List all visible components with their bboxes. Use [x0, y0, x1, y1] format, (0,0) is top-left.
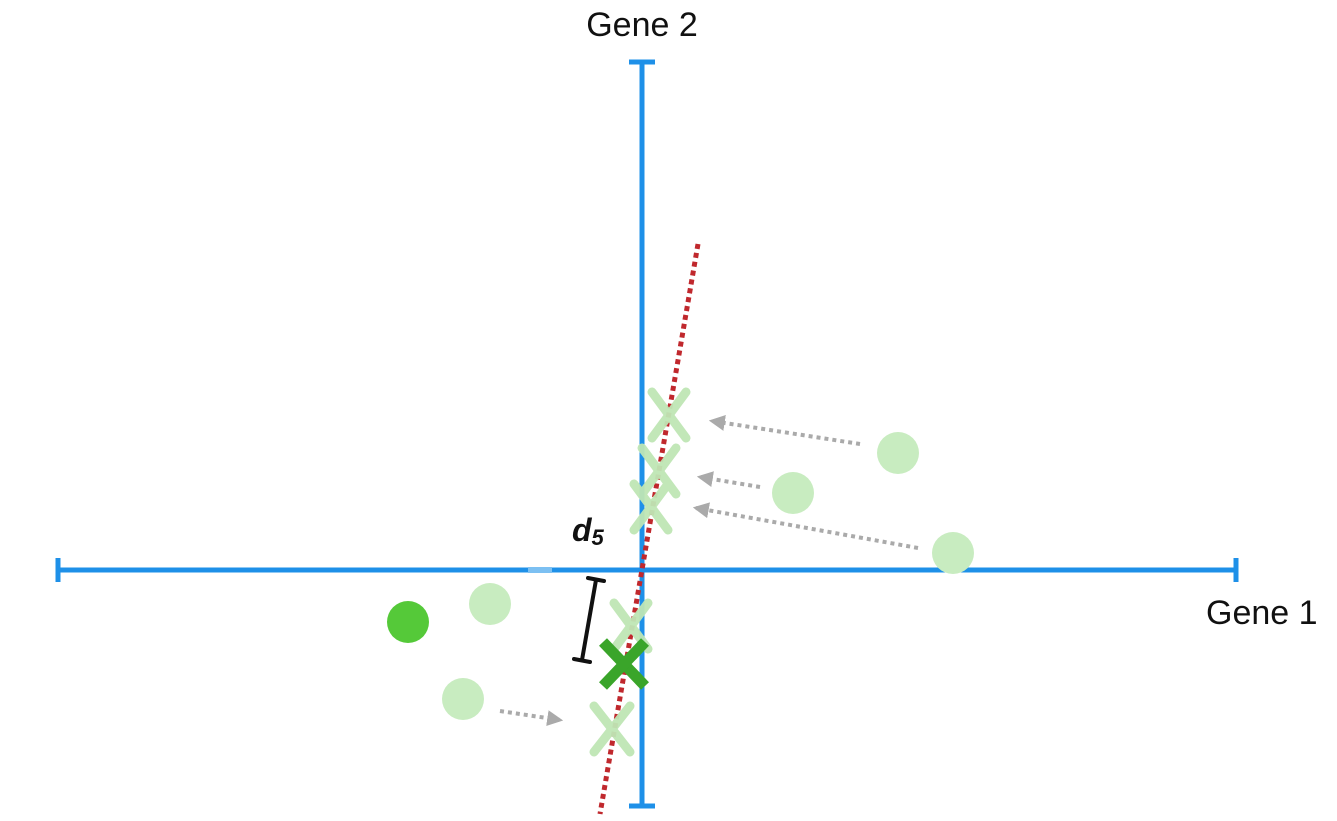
projection-arrow: [696, 471, 761, 489]
data-point: [877, 432, 919, 474]
projected-x-marker: [589, 701, 635, 757]
projected-x-marker: [629, 479, 673, 535]
data-point: [932, 532, 974, 574]
projection-arrow: [708, 415, 861, 446]
distance-bar: [572, 576, 606, 664]
projected-x-marker: [647, 387, 691, 443]
x-axis-label: Gene 1: [1206, 594, 1318, 632]
highlighted-data-point: [387, 601, 429, 643]
data-points: [442, 432, 974, 720]
projection-arrow: [499, 709, 564, 727]
highlighted-projection-marker: [599, 638, 649, 690]
x-axis: [55, 558, 1239, 582]
projection-arrow: [692, 502, 919, 550]
distance-subscript: 5: [592, 525, 605, 550]
distance-symbol: d: [572, 512, 593, 548]
data-point: [442, 678, 484, 720]
y-axis-label: Gene 2: [586, 6, 698, 44]
distance-label: d5: [572, 512, 605, 550]
data-point: [772, 472, 814, 514]
data-point: [469, 583, 511, 625]
projection-arrows: [499, 415, 919, 727]
